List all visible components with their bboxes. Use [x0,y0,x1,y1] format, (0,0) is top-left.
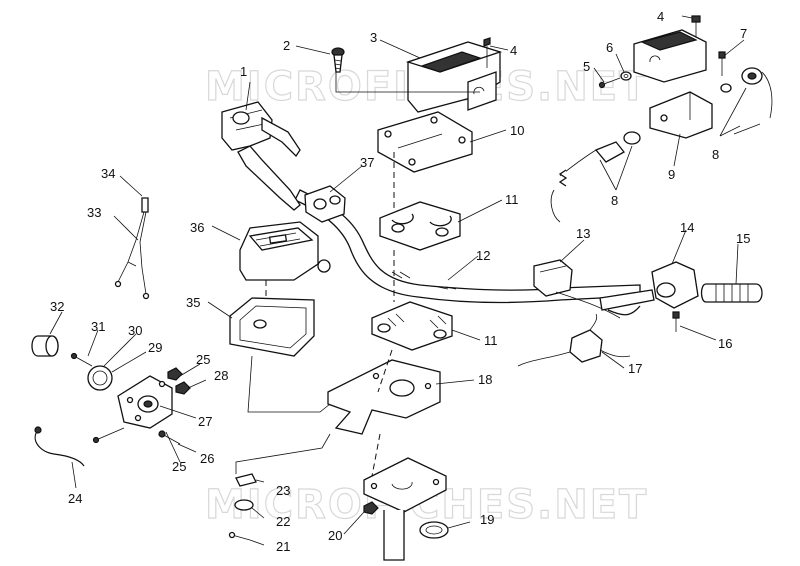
callout-1: 1 [240,64,247,79]
screw-5 [598,77,621,89]
nut-25-upper [167,367,183,381]
callout-29: 29 [148,340,162,355]
callout-8b: 8 [611,193,618,208]
bolt-2 [331,47,345,73]
speedometer-bezel-35 [229,297,315,357]
switch-block-13 [533,259,621,319]
callout-24: 24 [68,491,82,506]
washer-6 [620,71,632,81]
callout-2: 2 [283,38,290,53]
callout-10: 10 [510,123,524,138]
callout-8a: 8 [712,147,719,162]
drive-housing-27 [117,375,173,429]
callout-22: 22 [276,514,290,529]
callout-15: 15 [736,231,750,246]
bolt-31 [70,352,93,367]
harness-33 [114,197,150,300]
callout-11a: 11 [505,192,519,207]
callout-18: 18 [478,372,492,387]
lower-plate [363,457,447,561]
callout-25a: 25 [196,352,210,367]
handlebar-cover-3 [405,41,503,113]
bar-clamp-11-lower [371,301,453,351]
callout-4b: 4 [657,9,664,24]
callout-11b: 11 [484,333,498,348]
throttle-housing-14 [599,261,699,316]
assembly-line-lower [235,433,331,474]
screw-25-lower [92,427,125,444]
callout-34: 34 [101,166,115,181]
callout-28: 28 [214,368,228,383]
screw-16 [672,311,680,332]
washer-22 [234,499,254,511]
callout-19: 19 [480,512,494,527]
callout-25b: 25 [172,459,186,474]
pin-21 [228,531,251,541]
clip-23 [235,473,257,487]
callout-32: 32 [50,299,64,314]
mount-plate-10 [377,111,473,173]
callout-16: 16 [718,336,732,351]
callout-36: 36 [190,220,204,235]
nut-20 [363,501,379,515]
cable-24 [34,426,85,467]
callout-4a: 4 [510,43,517,58]
bushing-32 [31,335,59,357]
speedometer-36 [239,221,331,281]
assembly-line-top [335,72,480,93]
callout-30: 30 [128,323,142,338]
bar-clamp-11-upper [379,201,461,251]
callout-21: 21 [276,539,290,554]
screw-4-left [483,37,491,68]
callout-12: 12 [476,248,490,263]
callout-33: 33 [87,205,101,220]
callout-7: 7 [740,26,747,41]
callout-17: 17 [628,361,642,376]
callout-20: 20 [328,528,342,543]
leader-lines [49,15,747,546]
left-control-housing [221,101,301,211]
seal-ring-30 [87,365,113,391]
callout-37: 37 [360,155,374,170]
callout-5: 5 [583,59,590,74]
screw-7 [718,51,726,76]
switch-8-right [720,67,773,135]
handlebar [294,189,641,304]
cover-right [633,29,707,83]
hose-clamp-19 [419,521,449,539]
callout-31: 31 [91,319,105,334]
callout-27: 27 [198,414,212,429]
bracket-9 [649,91,713,139]
assembly-line-plate [371,152,395,477]
callout-6: 6 [606,40,613,55]
mount-bracket-18 [327,359,441,435]
callout-3: 3 [370,30,377,45]
callout-26: 26 [200,451,214,466]
handlebar-clamp-37 [304,185,346,223]
grip-15 [700,283,763,303]
callout-14: 14 [680,220,694,235]
nut-28 [175,381,191,395]
screw-26 [158,430,181,445]
callout-9: 9 [668,167,675,182]
switch-8-left [550,131,641,223]
kill-switch-17 [517,313,631,367]
callout-13: 13 [576,226,590,241]
assembly-line-bracket [247,355,331,413]
callout-23: 23 [276,483,290,498]
callout-35: 35 [186,295,200,310]
